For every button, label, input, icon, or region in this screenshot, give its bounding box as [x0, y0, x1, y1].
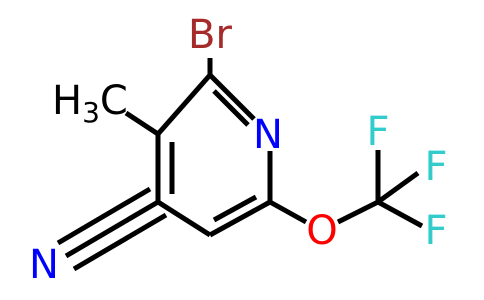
- atom-methyl-h: H: [52, 78, 82, 124]
- bond-c-f-right: [376, 170, 420, 205]
- bond-c4-nitrile-b: [56, 186, 152, 246]
- bond-c2-n1: [208, 73, 256, 121]
- atom-o: O: [306, 208, 337, 254]
- bond-o-cf3: [336, 199, 380, 225]
- atom-f-right: F: [424, 144, 447, 190]
- atom-methyl-c: C: [100, 78, 128, 124]
- atom-methyl-subscript: 3: [82, 96, 100, 129]
- atom-f-bottom: F: [424, 208, 447, 254]
- bond-c5-c6: [208, 199, 272, 238]
- bond-c4-nitrile-c: [72, 212, 168, 272]
- atom-br: Br: [188, 12, 232, 58]
- bond-c5-c6-inner: [212, 194, 258, 223]
- bond-c6-o: [268, 199, 308, 225]
- atom-n-nitrile: N: [29, 242, 59, 288]
- bond-c4-nitrile-a: [64, 199, 160, 259]
- atom-n-ring: N: [253, 112, 283, 158]
- bond-c2-c3: [156, 73, 212, 136]
- bond-c3-methyl: [124, 110, 160, 137]
- bond-c4-c5: [156, 199, 212, 238]
- atom-methyl: H3C: [52, 78, 128, 129]
- bond-c-f-bottom: [376, 199, 424, 229]
- bond-c2-n1-inner: [212, 89, 250, 127]
- atom-f-top: F: [366, 109, 389, 155]
